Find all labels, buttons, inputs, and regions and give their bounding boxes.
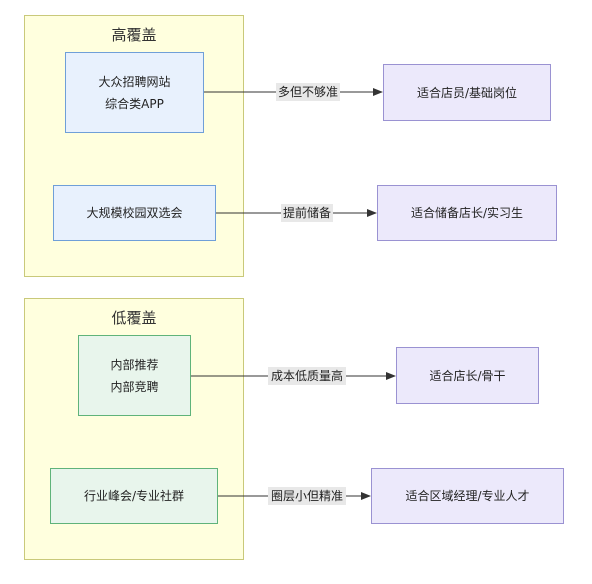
target-regional-manager-specialist: 适合区域经理/专业人才 bbox=[371, 468, 564, 524]
edge-label-2: 提前储备 bbox=[281, 204, 333, 222]
node-label-line: 大规模校园双选会 bbox=[86, 206, 183, 220]
node-label-line: 综合类APP bbox=[105, 96, 164, 111]
edge-label-3: 成本低质量高 bbox=[268, 367, 346, 385]
node-label-line: 内部竞聘 bbox=[110, 379, 159, 394]
node-industry-summit-community: 行业峰会/专业社群 bbox=[50, 468, 218, 524]
node-label-line: 大众招聘网站 bbox=[98, 74, 171, 89]
target-label: 适合区域经理/专业人才 bbox=[405, 489, 530, 503]
target-label: 适合店员/基础岗位 bbox=[416, 85, 518, 100]
node-mass-recruiting-sites: 大众招聘网站 综合类APP bbox=[65, 52, 204, 133]
group-title-low: 低覆盖 bbox=[111, 309, 157, 327]
edge-label-1: 多但不够准 bbox=[276, 83, 340, 101]
node-label-line: 行业峰会/专业社群 bbox=[83, 489, 185, 503]
target-label: 适合店长/骨干 bbox=[429, 368, 506, 383]
target-clerk-basic-positions: 适合店员/基础岗位 bbox=[383, 64, 551, 121]
edge-label-4: 圈层小但精准 bbox=[268, 487, 346, 505]
node-campus-job-fair: 大规模校园双选会 bbox=[53, 185, 216, 241]
group-title-high: 高覆盖 bbox=[111, 26, 157, 44]
target-store-manager-backbone: 适合店长/骨干 bbox=[396, 347, 539, 404]
target-reserve-manager-intern: 适合储备店长/实习生 bbox=[377, 185, 557, 241]
target-label: 适合储备店长/实习生 bbox=[410, 206, 524, 220]
node-internal-referral: 内部推荐 内部竞聘 bbox=[78, 335, 191, 416]
node-label-line: 内部推荐 bbox=[110, 357, 159, 372]
